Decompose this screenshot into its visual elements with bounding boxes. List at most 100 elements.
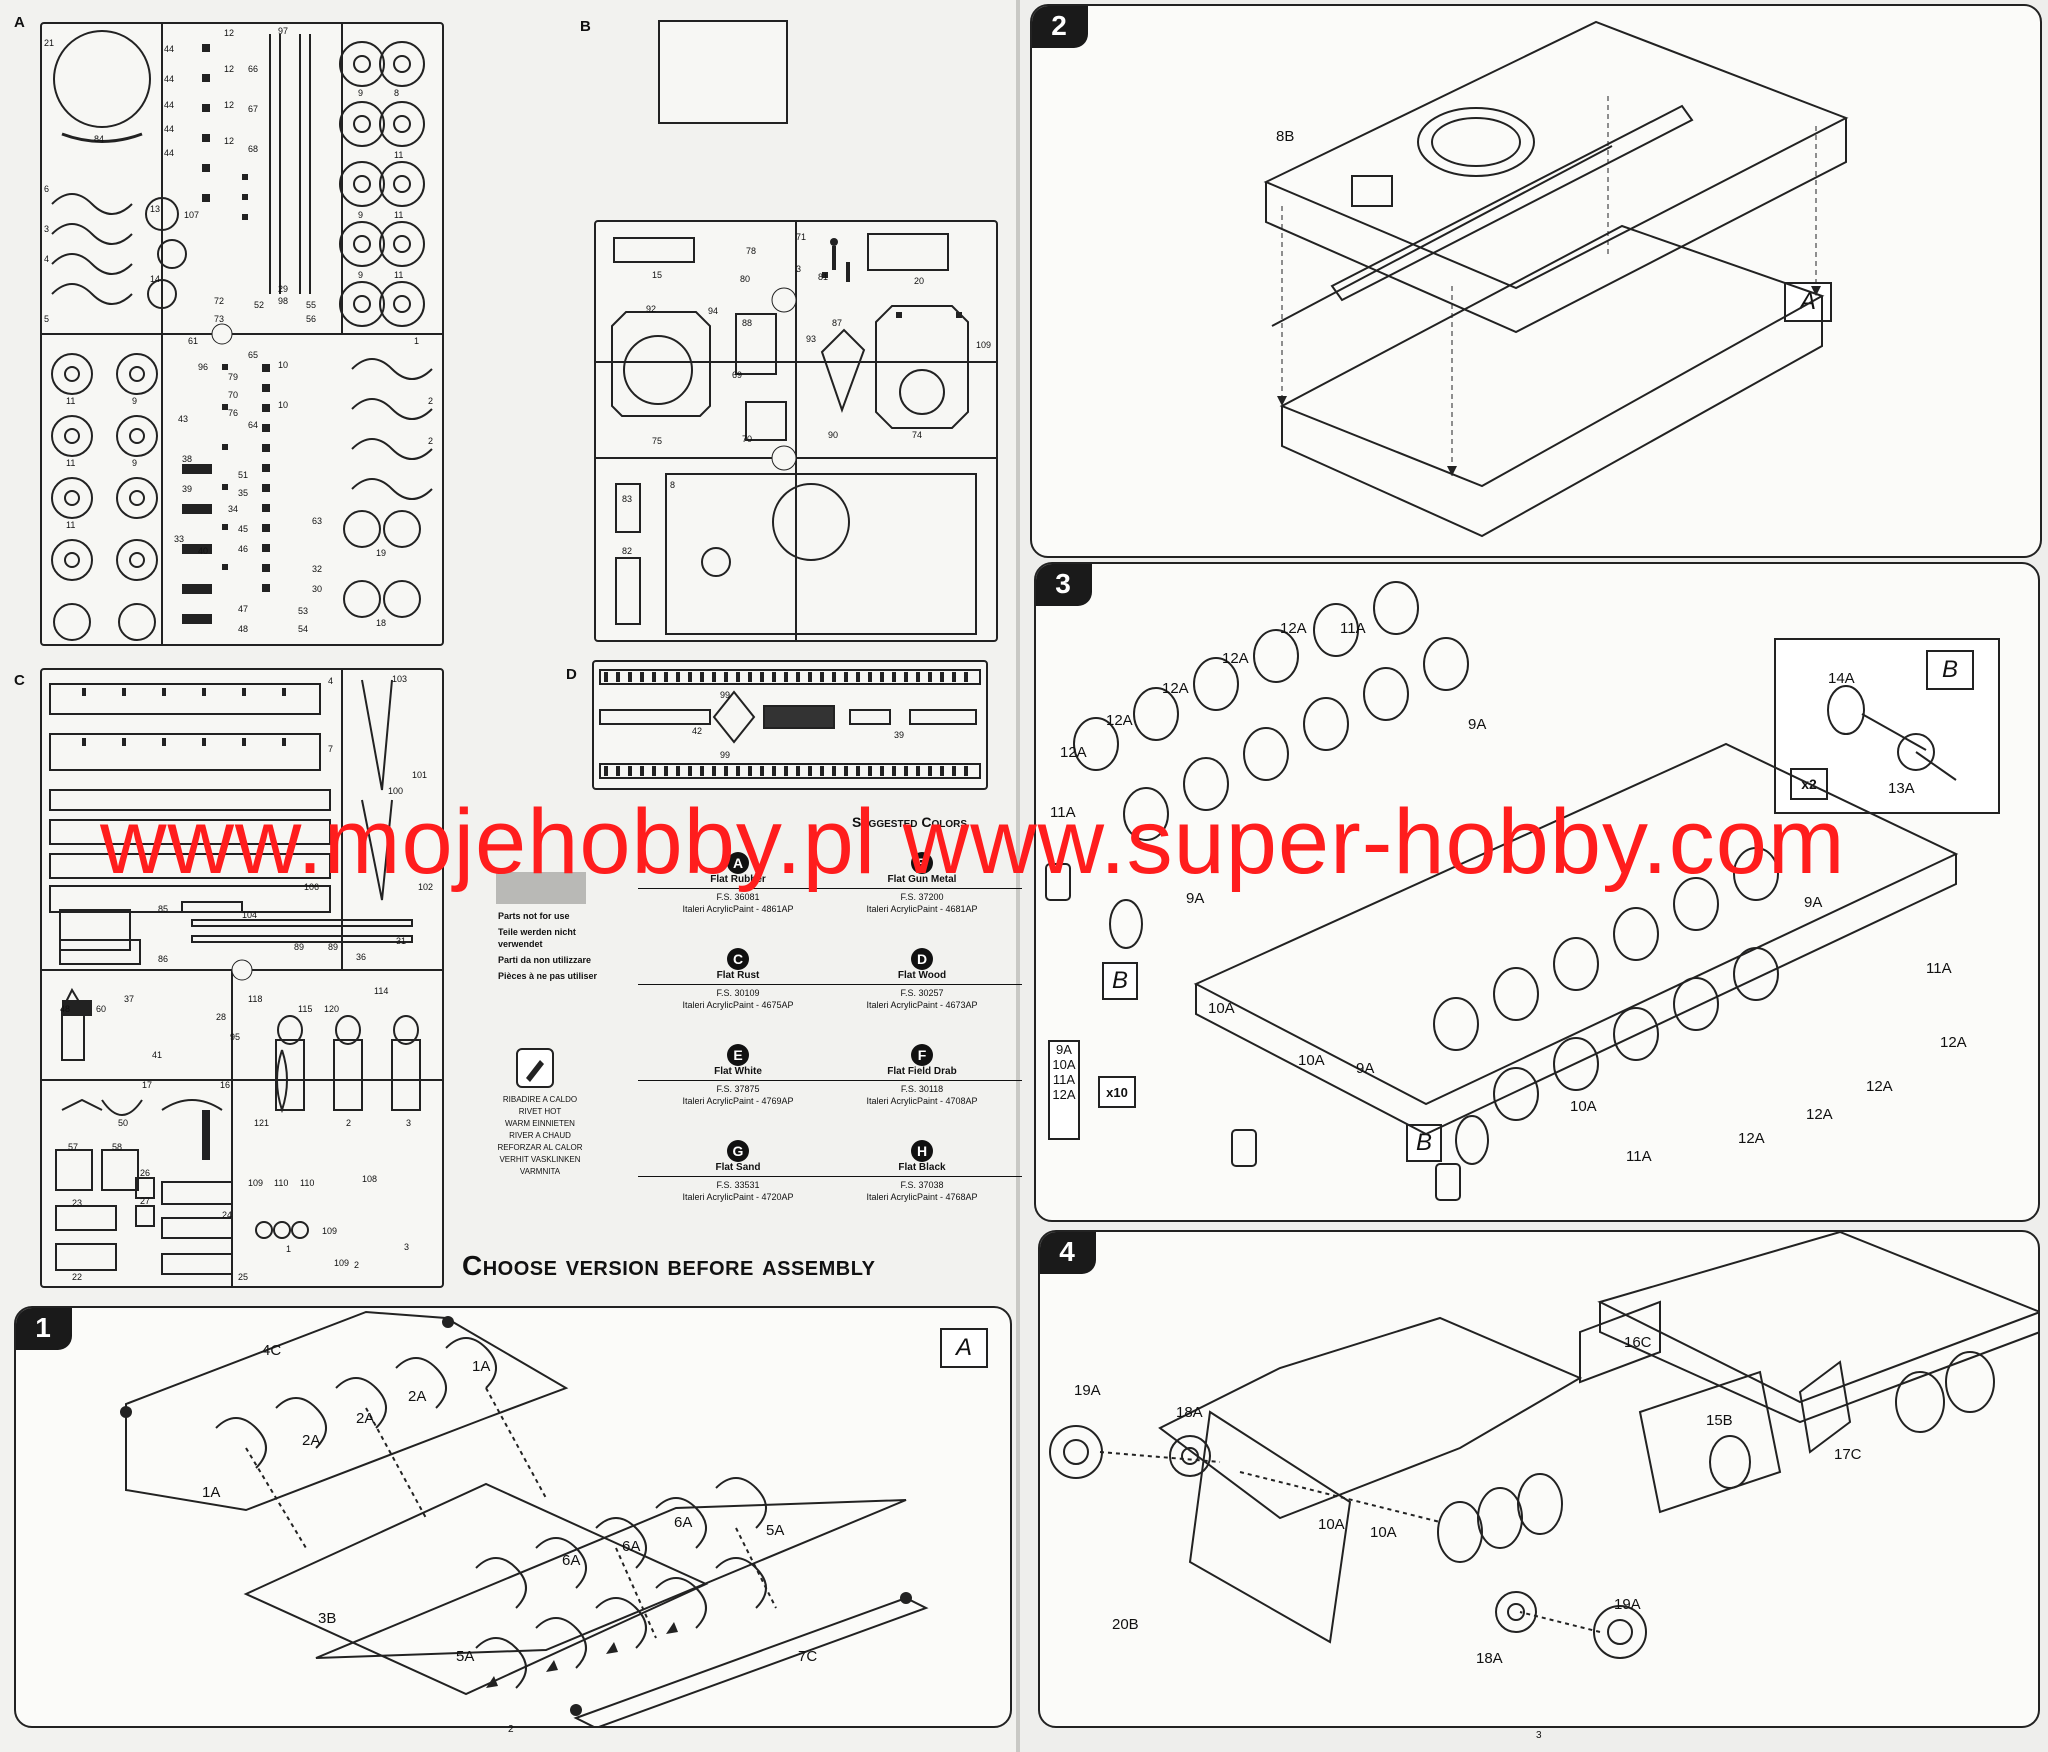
step-1-part-5a: 5A [456, 1648, 475, 1665]
rivet-de: WARM EINNIETEN [505, 1119, 575, 1128]
step-number: 3 [1036, 564, 1092, 606]
step-3-part-9a: 9A [1468, 716, 1487, 733]
version-tag: A [940, 1328, 988, 1368]
step-3-part-10a: 10A [1208, 1000, 1235, 1017]
sprue-c-part-16: 16 [220, 1080, 231, 1090]
not-used-legend: Parts not for use Teile werden nicht ver… [498, 910, 598, 982]
sprue-b-hull-plate [658, 20, 788, 124]
sprue-a-part-38: 38 [182, 454, 193, 464]
sprue-c-part-27: 27 [140, 1196, 151, 1206]
sprue-a-part-14: 14 [150, 274, 161, 284]
sprue-a-part-12: 12 [224, 136, 235, 146]
step-1-part-2a: 2A [408, 1388, 427, 1405]
color-name: Flat White [638, 1066, 838, 1081]
color-fs: F.S. 30109 [716, 988, 760, 998]
step-number: 1 [16, 1308, 72, 1350]
color-fs: F.S. 30257 [900, 988, 944, 998]
sprue-a-part-66: 66 [248, 64, 259, 74]
step-4-part-19a: 19A [1074, 1382, 1101, 1399]
sprue-d-part-39: 39 [894, 730, 905, 740]
color-italeri: Italeri AcrylicPaint - 4861AP [682, 904, 794, 914]
sprue-a-part-9: 9 [358, 210, 364, 220]
color-letter: C [727, 948, 749, 970]
rivet-nl: VERHIT VASKLINKEN VARMNITA [499, 1155, 581, 1176]
rivet-es: REFORZAR AL CALOR [497, 1143, 583, 1152]
sprue-a-part-63: 63 [312, 516, 323, 526]
step-3-part-11a: 11A [1050, 804, 1076, 821]
sprue-a-part-79: 79 [228, 372, 239, 382]
sprue-c-part-109: 109 [248, 1178, 264, 1188]
sprue-c-part-121: 121 [254, 1118, 270, 1128]
not-used-it: Parti da non utilizzare [498, 955, 592, 965]
step-3-part-10a: 10A [1570, 1098, 1597, 1115]
detail-drawing [1827, 685, 1957, 781]
color-c: C Flat Rust F.S. 30109 Italeri AcrylicPa… [638, 948, 838, 1011]
not-used-swatch [496, 872, 586, 904]
sprue-a-part-55: 55 [306, 300, 317, 310]
color-name: Flat Black [822, 1162, 1022, 1177]
sprue-a-part-2: 2 [428, 396, 434, 406]
sprue-a-part-1: 1 [414, 336, 420, 346]
sprue-a-part-48: 48 [238, 624, 249, 634]
sprue-c-part-28: 28 [216, 1012, 227, 1022]
color-g: G Flat Sand F.S. 33531 Italeri AcrylicPa… [638, 1140, 838, 1203]
sprue-a-part-98: 98 [278, 296, 289, 306]
detail-part-14a: 14A [1828, 670, 1855, 687]
sprue-a-part-13: 13 [150, 204, 161, 214]
step-3-part-10a: 10A [1298, 1052, 1325, 1069]
choose-version-heading: Choose version before assembly [462, 1250, 876, 1281]
sprue-b-part-3: 3 [796, 264, 802, 274]
color-h: H Flat Black F.S. 37038 Italeri AcrylicP… [822, 1140, 1022, 1203]
sprue-b-part-75: 75 [652, 436, 663, 446]
sprue-b-part-92: 92 [646, 304, 657, 314]
color-letter: H [911, 1140, 933, 1162]
sprue-d: 99 42 39 99 [592, 660, 988, 790]
sprue-a-part-11: 11 [66, 458, 76, 468]
sprue-d-part-42: 42 [692, 726, 703, 736]
color-letter: A [727, 852, 749, 874]
sprue-a-drawing [42, 24, 442, 644]
color-italeri: Italeri AcrylicPaint - 4708AP [866, 1096, 978, 1106]
step-3-part-12a: 12A [1162, 680, 1189, 697]
rivet-fr: RIVER A CHAUD [509, 1131, 571, 1140]
page-fold [1016, 0, 1020, 1752]
sprue-c-part-109: 109 [322, 1226, 338, 1236]
step-1-part-6a: 6A [622, 1538, 641, 1555]
step-1-part-2a: 2A [356, 1410, 375, 1427]
sprue-a-part-29: 29 [278, 284, 289, 294]
group-12a: 12A [1052, 1087, 1076, 1102]
step-2-drawing [1263, 20, 1849, 538]
sprue-a-part-21: 21 [44, 38, 55, 48]
sprue-a-part-56: 56 [306, 314, 317, 324]
sprue-c-part-1: 1 [286, 1244, 292, 1254]
not-used-de: Teile werden nicht verwendet [498, 927, 576, 949]
sprue-a-part-64: 64 [248, 420, 259, 430]
color-e: E Flat White F.S. 37875 Italeri AcrylicP… [638, 1044, 838, 1107]
step-1: 1 A 4C 1A 2A 2A 2A 1A 3B [14, 1306, 1012, 1728]
step-3-part-9a: 9A [1356, 1060, 1375, 1077]
step-4-part-18a: 18A [1176, 1404, 1203, 1421]
color-italeri: Italeri AcrylicPaint - 4720AP [682, 1192, 794, 1202]
sprue-d-part-99: 99 [720, 750, 731, 760]
not-used-en: Parts not for use [498, 911, 570, 921]
sprue-a-part-73: 73 [214, 314, 225, 324]
sprue-c-part-103: 103 [392, 674, 408, 684]
step-3-part-12a: 12A [1738, 1130, 1765, 1147]
sprue-c-part-3: 3 [406, 1118, 412, 1128]
side-version-tag: B [1102, 962, 1138, 1000]
color-d: D Flat Wood F.S. 30257 Italeri AcrylicPa… [822, 948, 1022, 1011]
step-3-part-12a: 12A [1106, 712, 1133, 729]
sprue-c-drawing [42, 670, 442, 1286]
sprue-c-part-22: 22 [72, 1272, 83, 1282]
color-name: Flat Sand [638, 1162, 838, 1177]
color-letter: B [911, 852, 933, 874]
sprue-a-part-30: 30 [312, 584, 323, 594]
sprue-a-part-52: 52 [254, 300, 265, 310]
sprue-c-part-108: 108 [362, 1174, 378, 1184]
step-4-part-10a: 10A [1370, 1524, 1397, 1541]
step-4-part-15b: 15B [1706, 1412, 1733, 1429]
sprue-c-part-115: 115 [298, 1004, 313, 1014]
sprue-a-part-70: 70 [228, 390, 239, 400]
color-fs: F.S. 37200 [900, 892, 944, 902]
sprue-b-part-83: 83 [622, 494, 633, 504]
